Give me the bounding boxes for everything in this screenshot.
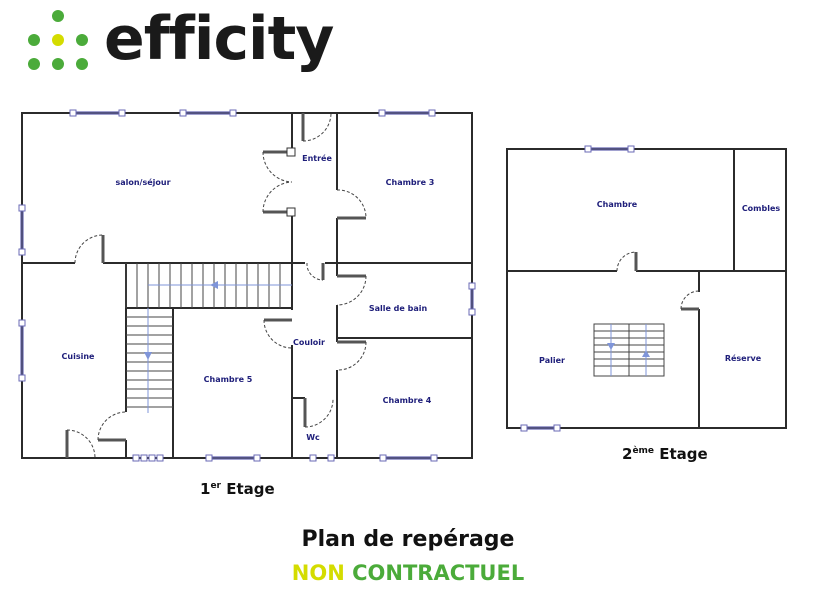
floor-text: Etage [654, 445, 708, 463]
logo-dot [76, 34, 88, 46]
floor-label-first: 1er Etage [200, 480, 275, 498]
logo-text: efficity [104, 4, 334, 74]
room-label: Entrée [302, 153, 332, 163]
room-label: Palier [539, 356, 565, 365]
logo-dot [76, 58, 88, 70]
room-label: Réserve [725, 353, 762, 363]
logo-dot [28, 34, 40, 46]
logo-dot [52, 58, 64, 70]
floor-text: Etage [220, 480, 275, 498]
floor-number: 2 [622, 445, 633, 463]
second-floor-plan: Chambre Combles Palier Réserve [506, 145, 787, 432]
room-label: Chambre 3 [386, 178, 435, 187]
efficity-logo: efficity [26, 4, 346, 88]
floor-label-second: 2ème Etage [622, 445, 708, 463]
floor-ordinal: ème [632, 446, 655, 456]
first-floor-plan: salon/séjour Entrée Chambre 3 Salle de b… [18, 109, 476, 462]
disclaimer-non: NON [291, 561, 345, 585]
logo-dot-yellow [52, 34, 64, 46]
logo-dot [52, 10, 64, 22]
logo-dot [28, 58, 40, 70]
room-label: salon/séjour [115, 177, 170, 187]
room-label: Wc [306, 433, 320, 442]
room-label: Chambre 5 [204, 375, 253, 384]
plan-title: Plan de repérage [301, 527, 515, 552]
floor-number: 1 [200, 480, 211, 498]
floor-ordinal: er [210, 481, 221, 491]
room-label: Salle de bain [369, 304, 428, 313]
disclaimer-contractuel: CONTRACTUEL [352, 561, 525, 585]
room-label: Chambre 4 [383, 396, 432, 405]
room-label: Combles [742, 204, 781, 213]
room-label: Chambre [597, 200, 638, 209]
room-label: Couloir [293, 338, 325, 347]
disclaimer: NON CONTRACTUEL [0, 561, 816, 585]
room-label: Cuisine [62, 352, 96, 361]
